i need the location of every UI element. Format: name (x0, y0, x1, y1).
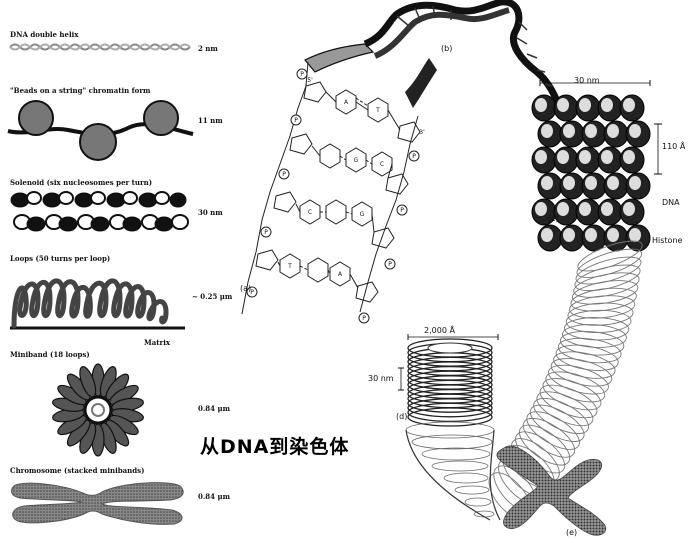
base-c-1: C (380, 161, 384, 168)
phosphate-p-3: P (282, 171, 286, 178)
chromatin-coil-d (404, 338, 496, 430)
size-beads: 11 nm (198, 116, 223, 125)
dim-30nm-top-arrow (540, 80, 650, 86)
prime-5-label: 5' (307, 77, 313, 84)
dna-helix-strand (10, 42, 190, 52)
base-g-1: G (354, 157, 359, 164)
base-a-2: A (338, 271, 343, 278)
size-solenoid: 30 nm (198, 208, 223, 217)
metaphase-chromosome (490, 440, 620, 538)
size-dna-helix: 2 nm (198, 44, 218, 53)
phosphate-p-6: P (412, 153, 416, 160)
fig-label-e: (e) (566, 528, 577, 537)
miniband-rosette (50, 362, 146, 458)
phosphate-p-1: P (300, 71, 304, 78)
base-a-1: A (344, 99, 349, 106)
size-loops: ~ 0.25 μm (192, 292, 232, 301)
loops-drawing (10, 268, 185, 336)
level-label-miniband: Miniband (18 loops) (10, 350, 90, 359)
dim-110A: 110 Å (662, 142, 685, 151)
level-label-dna-helix: DNA double helix (10, 30, 78, 39)
phosphate-p-8: P (388, 261, 392, 268)
diagram-caption: 从DNA到染色体 (200, 432, 349, 459)
solenoid-drawing (8, 188, 193, 236)
chromosome-drawing (10, 478, 185, 526)
prime-3-label: 3' (419, 129, 425, 136)
base-t-1: T (375, 107, 380, 114)
dim-30nm-left: 30 nm (368, 374, 394, 383)
base-g-2: G (360, 211, 365, 218)
size-chromosome: 0.84 μm (198, 492, 230, 501)
fig-label-a: (a) (240, 284, 251, 293)
fig-label-c: (c) (548, 214, 559, 223)
size-miniband: 0.84 μm (198, 404, 230, 413)
dim-110A-bracket (654, 124, 662, 174)
phosphate-p-2: P (294, 117, 298, 124)
matrix-label: Matrix (144, 338, 170, 347)
beads-on-string (8, 96, 193, 166)
level-label-solenoid: Solenoid (six nucleosomes per turn) (10, 178, 152, 187)
dna-label: DNA (662, 198, 680, 207)
base-c-2: C (308, 209, 312, 216)
level-label-chromosome: Chromosome (stacked minibands) (10, 466, 144, 475)
level-label-beads: "Beads on a string" chromatin form (10, 86, 150, 95)
phosphate-p-7: P (400, 207, 404, 214)
fig-label-b: (b) (441, 44, 452, 53)
level-label-loops: Loops (50 turns per loop) (10, 254, 110, 263)
phosphate-p-9: P (362, 315, 366, 322)
base-t-2: T (287, 263, 292, 270)
phosphate-p-4: P (264, 229, 268, 236)
